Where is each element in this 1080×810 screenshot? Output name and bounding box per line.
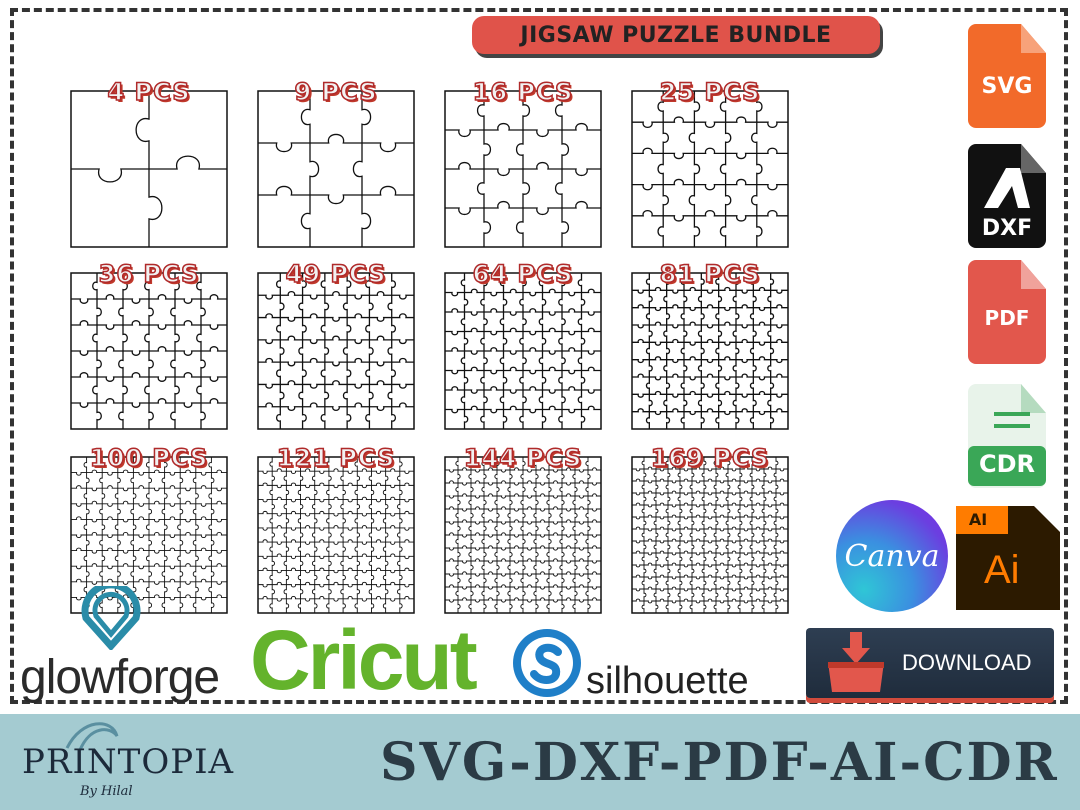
puzzle-piece-count-label: 144 PCS — [463, 443, 583, 473]
download-label: DOWNLOAD — [902, 650, 1032, 675]
puzzle-81-pcs: 81 PCS — [631, 259, 789, 432]
puzzle-piece-count-label: 16 PCS — [472, 77, 574, 107]
puzzle-piece-count-label: 100 PCS — [89, 443, 209, 473]
puzzle-9-pcs: 9 PCS — [257, 77, 415, 250]
puzzle-grid-drawing — [444, 90, 602, 248]
puzzle-64-pcs: 64 PCS — [444, 259, 602, 432]
footer-bar — [0, 714, 1080, 810]
puzzle-grid-drawing — [257, 456, 415, 614]
formats-list: SVG-DXF-PDF-AI-CDR — [380, 732, 1059, 793]
canva-logo: Canva — [836, 500, 948, 612]
printopia-brand: PRINTOPIA — [22, 742, 235, 782]
cricut-wordmark: Cricut — [250, 613, 478, 707]
puzzle-36-pcs: 36 PCS — [70, 259, 228, 432]
puzzle-piece-count-label: 81 PCS — [659, 259, 761, 289]
puzzle-169-pcs: 169 PCS — [631, 443, 789, 616]
autocad-logo-icon — [984, 168, 1030, 208]
pdf-file-icon: PDF — [968, 260, 1046, 364]
puzzle-grid-drawing — [70, 90, 228, 248]
puzzle-144-pcs: 144 PCS — [444, 443, 602, 616]
silhouette-logo-icon — [513, 629, 581, 697]
puzzle-piece-count-label: 36 PCS — [98, 259, 200, 289]
cdr-file-icon: CDR — [968, 384, 1046, 488]
puzzle-4-pcs: 4 PCS — [70, 77, 228, 250]
download-button[interactable]: DOWNLOAD — [806, 628, 1054, 698]
bundle-title-banner: JIGSAW PUZZLE BUNDLE — [472, 16, 880, 54]
puzzle-49-pcs: 49 PCS — [257, 259, 415, 432]
printopia-signature: By Hilal — [80, 784, 133, 799]
puzzle-121-pcs: 121 PCS — [257, 443, 415, 616]
download-tray-icon — [828, 632, 884, 692]
puzzle-grid-drawing — [444, 272, 602, 430]
puzzle-piece-count-label: 169 PCS — [650, 443, 770, 473]
puzzle-piece-count-label: 25 PCS — [659, 77, 761, 107]
dxf-file-icon: DXF — [968, 144, 1046, 248]
puzzle-piece-count-label: 4 PCS — [107, 77, 191, 107]
bundle-title: JIGSAW PUZZLE BUNDLE — [520, 22, 832, 48]
puzzle-25-pcs: 25 PCS — [631, 77, 789, 250]
puzzle-grid-drawing — [631, 456, 789, 614]
puzzle-grid-drawing — [257, 90, 415, 248]
svg-file-icon: SVG — [968, 24, 1046, 128]
puzzle-grid-drawing — [257, 272, 415, 430]
glowforge-logo-icon — [81, 586, 141, 650]
puzzle-piece-count-label: 64 PCS — [472, 259, 574, 289]
puzzle-grid-drawing — [70, 272, 228, 430]
puzzle-grid-drawing — [444, 456, 602, 614]
puzzle-grid-drawing — [631, 272, 789, 430]
puzzle-piece-count-label: 9 PCS — [294, 77, 378, 107]
ai-file-icon: AI Ai — [956, 506, 1060, 610]
puzzle-piece-count-label: 49 PCS — [285, 259, 387, 289]
silhouette-wordmark: silhouette — [586, 660, 749, 702]
dashed-frame — [10, 8, 1068, 704]
printopia-swirl-logo — [65, 722, 119, 751]
puzzle-grid-drawing — [631, 90, 789, 248]
glowforge-wordmark: glowforge — [20, 651, 220, 704]
puzzle-16-pcs: 16 PCS — [444, 77, 602, 250]
puzzle-piece-count-label: 121 PCS — [276, 443, 396, 473]
